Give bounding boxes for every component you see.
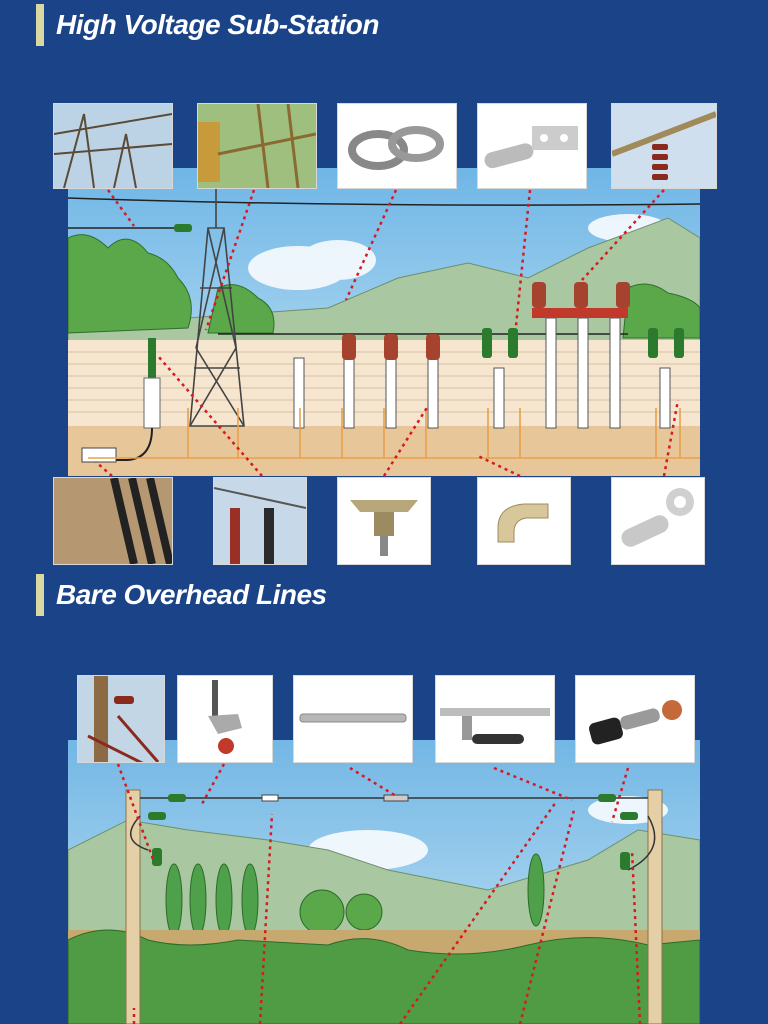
tube-terminal-lug-photo	[478, 104, 586, 188]
substation-section-title: High Voltage Sub-Station	[36, 4, 379, 46]
substation-busbar-photo	[198, 104, 316, 188]
pole-insulators-art	[78, 676, 164, 762]
busbar-support-clamp-photo	[338, 478, 430, 564]
tree-right	[622, 283, 700, 339]
overhead-lines-illustration	[68, 740, 700, 1024]
underground-cables-photo	[54, 478, 172, 564]
surge-arresters-photo	[214, 478, 306, 564]
overhead-title-text: Bare Overhead Lines	[56, 579, 327, 610]
pylon-photo-art	[54, 104, 172, 188]
poles	[125, 789, 663, 1024]
insulated-lug-photo	[576, 676, 694, 762]
insulated-lug-art	[576, 676, 694, 762]
isolator-columns	[293, 317, 671, 429]
cypress-trees	[165, 853, 545, 937]
pointer-lines	[95, 189, 680, 478]
insulator-string-art	[612, 104, 716, 188]
c-connector-art	[478, 478, 570, 564]
earthing-grid	[88, 408, 700, 459]
tube-lug-art	[478, 104, 586, 188]
overhead-scene-svg	[68, 740, 700, 1024]
arresters-art	[214, 478, 306, 564]
joint-art	[294, 676, 412, 762]
cables-art	[54, 478, 172, 564]
pole-insulators-photo	[78, 676, 164, 762]
substation-title-text: High Voltage Sub-Station	[56, 9, 379, 40]
mid-span-joint	[261, 794, 279, 802]
cable-lug-art	[612, 478, 704, 564]
suspension-clamp-photo	[338, 104, 456, 188]
line-splice	[383, 794, 409, 802]
substation-pointer-arrows	[95, 189, 680, 478]
pointer-lines	[116, 763, 642, 1024]
hedges	[68, 929, 700, 1024]
transmission-tower	[189, 188, 245, 427]
disconnector-crossbar	[532, 308, 628, 318]
overhead-line-pylon-photo	[54, 104, 172, 188]
bolted-clamp-photo	[436, 676, 554, 762]
overhead-section-title: Bare Overhead Lines	[36, 574, 327, 616]
bolted-clamp-art	[436, 676, 554, 762]
insulator	[174, 224, 192, 232]
c-type-connector-photo	[478, 478, 570, 564]
busbar-photo-art	[198, 104, 316, 188]
tree-left	[68, 234, 192, 334]
substation-scene-svg	[68, 168, 700, 476]
green-insulators	[482, 328, 684, 358]
cable-lug-photo	[612, 478, 704, 564]
mid-span-joint-photo	[294, 676, 412, 762]
round-trees	[299, 889, 383, 935]
clamp-photo-art	[338, 104, 456, 188]
tension-clamp-art	[178, 676, 272, 762]
substation-illustration	[68, 168, 700, 476]
insulator-string-photo	[612, 104, 716, 188]
insulator-stacks	[342, 282, 630, 360]
tension-clamp-photo	[178, 676, 272, 762]
overhead-wires	[68, 197, 700, 335]
line-insulators	[148, 794, 638, 870]
support-clamp-art	[338, 478, 430, 564]
